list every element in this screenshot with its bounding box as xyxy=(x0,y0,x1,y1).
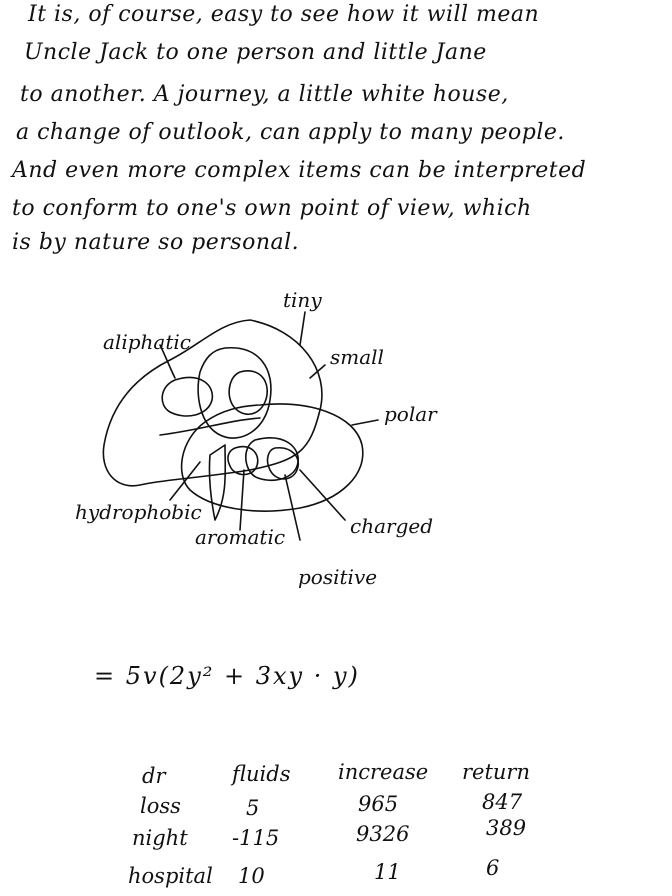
venn-region-charged xyxy=(245,437,299,482)
table-header-col-2: fluids xyxy=(232,762,291,786)
label-hydrophobic: hydrophobic xyxy=(75,500,202,524)
table-row-2-col-1: night xyxy=(132,826,188,850)
label-polar: polar xyxy=(384,402,437,426)
table-row-3-col-3: 11 xyxy=(374,860,401,884)
paragraph-line-6: to conform to one's own point of view, w… xyxy=(12,196,532,221)
leader-polar-cross xyxy=(159,417,261,436)
paragraph-line-1: It is, of course, easy to see how it wil… xyxy=(28,2,540,27)
table-header-col-4: return xyxy=(462,760,530,784)
paragraph-line-4: a change of outlook, can apply to many p… xyxy=(16,120,565,145)
venn-region-tiny-inner xyxy=(228,370,268,416)
label-aliphatic: aliphatic xyxy=(103,330,191,354)
equation: = 5v(2y² + 3xy · y) xyxy=(94,662,360,690)
table-header-col-3: increase xyxy=(338,760,429,784)
venn-region-positive xyxy=(266,447,299,480)
table-row-1-col-1: loss xyxy=(140,794,181,818)
venn-region-hydrophobic xyxy=(208,444,227,521)
paragraph-line-7: is by nature so personal. xyxy=(12,230,300,255)
table-row-1-col-2: 5 xyxy=(246,796,260,820)
table-row-2-col-2: -115 xyxy=(232,826,280,850)
table-row-1-col-4: 847 xyxy=(482,790,523,814)
table-row-3-col-1: hospital xyxy=(128,864,213,888)
leader-charged xyxy=(299,469,346,521)
leader-tiny xyxy=(299,311,306,346)
label-charged: charged xyxy=(350,514,434,538)
venn-region-aromatic xyxy=(227,445,259,476)
leader-polar xyxy=(351,419,379,426)
leader-small xyxy=(309,364,326,379)
paragraph-line-5: And even more complex items can be inter… xyxy=(12,158,587,183)
venn-region-polar xyxy=(180,403,364,512)
label-positive: positive xyxy=(298,565,378,589)
label-aromatic: aromatic xyxy=(195,525,286,549)
table-row-2-col-4: 389 xyxy=(486,816,527,840)
venn-region-tiny xyxy=(197,347,272,439)
table-row-3-col-4: 6 xyxy=(486,856,500,880)
label-tiny: tiny xyxy=(283,288,322,312)
table-header-col-1: dr xyxy=(142,764,166,788)
label-small: small xyxy=(330,345,384,369)
venn-region-aliphatic xyxy=(161,376,214,417)
table-row-1-col-3: 965 xyxy=(358,792,399,816)
paragraph-line-3: to another. A journey, a little white ho… xyxy=(20,82,509,107)
leader-positive xyxy=(284,474,301,541)
paragraph-line-2: Uncle Jack to one person and little Jane xyxy=(24,40,487,65)
leader-aromatic xyxy=(239,469,245,531)
leader-hydrophobic xyxy=(169,461,201,501)
table-row-2-col-3: 9326 xyxy=(356,822,410,846)
table-row-3-col-2: 10 xyxy=(238,864,265,888)
